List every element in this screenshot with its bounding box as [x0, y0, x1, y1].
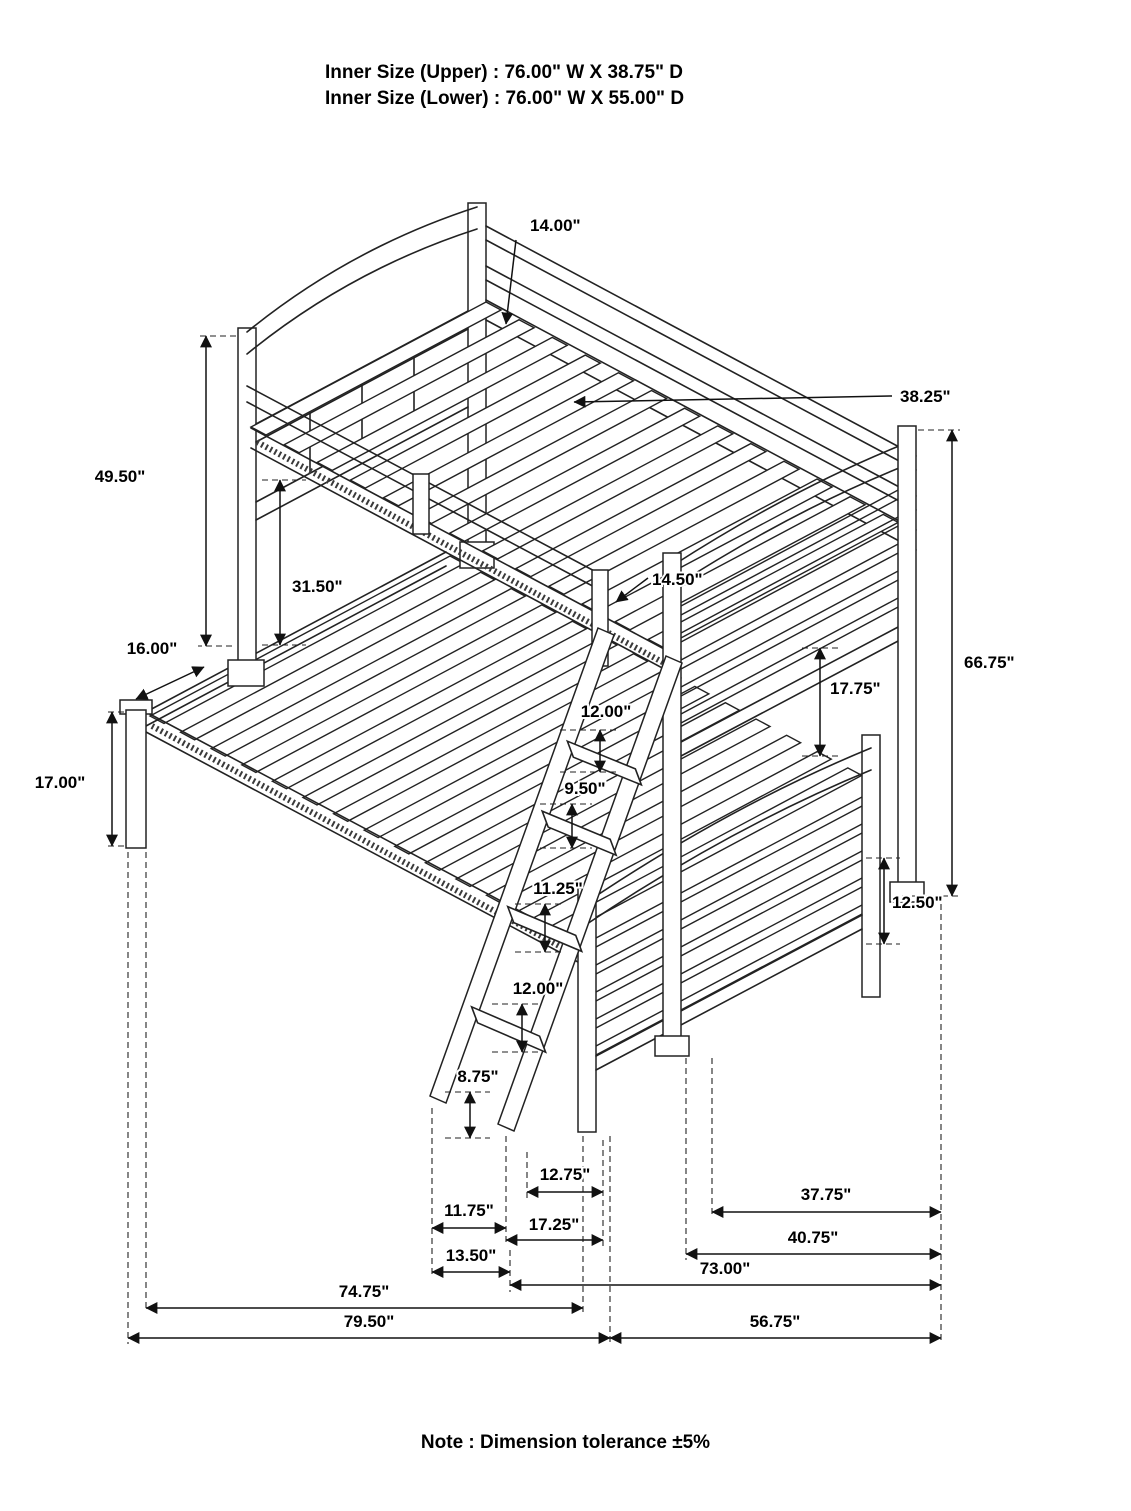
upper-bunk-slats [249, 301, 900, 649]
dim-label-11-75: 11.75" [444, 1201, 494, 1220]
dim-label-12-50: 12.50" [892, 893, 943, 912]
dim-label-12-75: 12.75" [540, 1165, 591, 1184]
dim-label-38-25: 38.25" [900, 387, 951, 406]
inner-size-upper: Inner Size (Upper) : 76.00" W X 38.75" D [325, 62, 684, 83]
ladder-left-rail [429, 626, 615, 1105]
lower-bunk-slats [148, 555, 864, 937]
dim-label-16-00: 16.00" [127, 639, 178, 658]
center-front-post [662, 552, 682, 1041]
dim-label-8-75: 8.75" [457, 1067, 498, 1086]
upper-bunk [227, 202, 917, 757]
dimension-lines [106, 239, 958, 1344]
dim-label-74-75: 74.75" [339, 1282, 390, 1301]
lower-footboard-louvers [595, 796, 863, 1056]
upper-footboard [671, 441, 910, 757]
lower-bunk [119, 551, 864, 963]
upper-footboard-louvers [680, 488, 901, 724]
dim-label-66-75: 66.75" [964, 653, 1015, 672]
dim-label-17-75: 17.75" [830, 679, 881, 698]
inner-size-lower: Inner Size (Lower) : 76.00" W X 55.00" D [325, 88, 685, 109]
front-left-leg [125, 709, 147, 849]
dim-label-40-75: 40.75" [788, 1228, 839, 1247]
lower-footboard-far-post [861, 734, 881, 998]
right-rear-post [897, 425, 917, 887]
dim-label-79-50: 79.50" [344, 1312, 395, 1331]
tolerance-note: Note : Dimension tolerance ±5% [420, 1432, 711, 1453]
headboard-foot-block [227, 659, 265, 687]
dim-label-37-75: 37.75" [801, 1185, 852, 1204]
dim-label-9-50: 9.50" [564, 779, 605, 798]
dim-label-12-00-b: 12.00" [513, 979, 564, 998]
dimension-annotations: 14.00" 38.25" 49.50" 31.50" 14.50" 66.75… [33, 214, 1017, 1344]
dim-label-13-50: 13.50" [446, 1246, 497, 1265]
dim-label-14-00: 14.00" [530, 216, 581, 235]
inner-size-title: Inner Size (Upper) : 76.00" W X 38.75" D… [325, 60, 684, 112]
right-rear-post-foot [889, 881, 925, 903]
center-post-foot [654, 1035, 690, 1057]
ladder [429, 626, 683, 1133]
dim-label-14-50: 14.50" [652, 570, 703, 589]
dim-label-31-50: 31.50" [292, 577, 343, 596]
dim-label-11-25: 11.25" [533, 879, 583, 898]
dim-label-49-50: 49.50" [95, 467, 146, 486]
dim-label-17-00: 17.00" [35, 773, 86, 792]
lower-bunk-footboard [577, 734, 881, 1133]
dim-label-73-00: 73.00" [700, 1259, 751, 1278]
dim-label-17-25: 17.25" [529, 1215, 580, 1234]
dim-label-12-00-a: 12.00" [581, 702, 632, 721]
dim-label-56-75: 56.75" [750, 1312, 801, 1331]
dimension-labels: 14.00" 38.25" 49.50" 31.50" 14.50" 66.75… [33, 214, 1017, 1333]
